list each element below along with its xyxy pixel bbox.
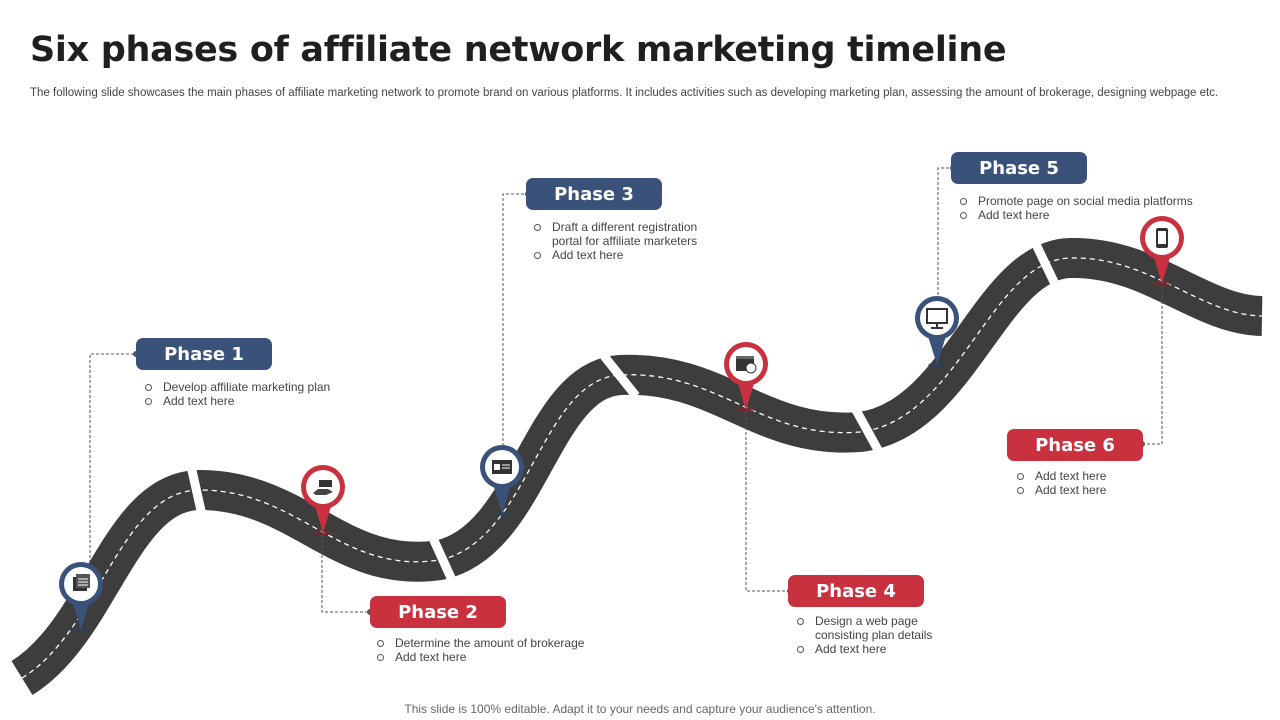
mobile-phone-icon xyxy=(1140,216,1184,287)
phase-6-label: Phase 6 xyxy=(1007,429,1143,461)
list-item: Add text here xyxy=(1017,469,1167,483)
list-item: Design a web page consisting plan detail… xyxy=(797,614,957,642)
list-item: Add text here xyxy=(145,394,375,408)
phase-4-label: Phase 4 xyxy=(788,575,924,607)
road-path xyxy=(10,238,1264,696)
footer-note: This slide is 100% editable. Adapt it to… xyxy=(404,702,876,716)
phase-3-bullets: Draft a different registration portal fo… xyxy=(534,220,719,262)
phase-1-label: Phase 1 xyxy=(136,338,272,370)
road-gaps xyxy=(186,234,1060,582)
phase-5-bullets: Promote page on social media platforms A… xyxy=(960,194,1220,222)
phase-2-label: Phase 2 xyxy=(370,596,506,628)
list-item: Add text here xyxy=(960,208,1220,222)
list-item: Add text here xyxy=(377,650,637,664)
phase-4-bullets: Design a web page consisting plan detail… xyxy=(797,614,957,656)
list-item: Add text here xyxy=(1017,483,1167,497)
phase-5-label: Phase 5 xyxy=(951,152,1087,184)
hand-money-icon xyxy=(301,465,345,536)
phase-3-label: Phase 3 xyxy=(526,178,662,210)
list-item: Develop affiliate marketing plan xyxy=(145,380,375,394)
phase-6-bullets: Add text here Add text here xyxy=(1017,469,1167,497)
registration-portal-icon xyxy=(480,445,524,517)
slide-title: Six phases of affiliate network marketin… xyxy=(30,30,1007,70)
document-stack-icon xyxy=(59,562,103,633)
list-item: Determine the amount of brokerage xyxy=(377,636,637,650)
list-item: Promote page on social media platforms xyxy=(960,194,1220,208)
slide-subtitle: The following slide showcases the main p… xyxy=(30,87,1219,99)
presentation-screen-icon xyxy=(915,296,959,368)
phase-2-bullets: Determine the amount of brokerage Add te… xyxy=(377,636,637,664)
phase-1-bullets: Develop affiliate marketing plan Add tex… xyxy=(145,380,375,408)
list-item: Add text here xyxy=(797,642,957,656)
connector-lines xyxy=(89,167,1163,613)
list-item: Add text here xyxy=(534,248,719,262)
road-center-line xyxy=(21,257,1263,679)
web-page-icon xyxy=(724,342,768,413)
list-item: Draft a different registration portal fo… xyxy=(534,220,719,248)
